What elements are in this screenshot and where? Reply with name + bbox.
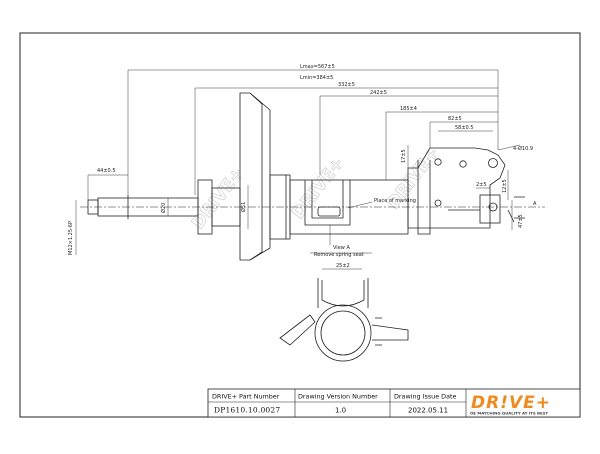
dim-lmax: Lmax=567±5 bbox=[300, 64, 335, 70]
dim-82: 82±5 bbox=[448, 116, 462, 122]
dimension-lines bbox=[75, 69, 521, 255]
lower-spring-seat-inner bbox=[311, 180, 344, 219]
view-a-detail bbox=[279, 268, 409, 362]
leader-marking bbox=[347, 201, 373, 209]
version-value: 1.0 bbox=[335, 407, 346, 415]
dim-25: 25±2 bbox=[336, 263, 350, 269]
view-a-bracket-sides bbox=[317, 278, 369, 308]
issue-date-header: Drawing Issue Date bbox=[394, 393, 457, 401]
dim-242: 242±5 bbox=[370, 90, 387, 96]
view-a-left-arm bbox=[279, 314, 316, 346]
bracket-tube-clamp bbox=[417, 160, 431, 235]
mount-hole-upper-left bbox=[434, 158, 442, 166]
dim-h2: 2±5 bbox=[476, 182, 487, 188]
marking-plate bbox=[317, 206, 341, 217]
label-section-a: A bbox=[533, 201, 537, 207]
mount-hole-upper-right bbox=[488, 158, 498, 168]
section-arrow-line bbox=[507, 209, 515, 223]
dim-d47: 47±5 bbox=[518, 214, 524, 228]
logo-tagline: OE MATCHING QUALITY AT ITS BEST bbox=[470, 411, 548, 416]
label-view-a: View A bbox=[333, 245, 350, 251]
leader-hole bbox=[497, 144, 521, 151]
view-a-outer-ring bbox=[314, 304, 372, 362]
title-block-frame bbox=[207, 388, 581, 418]
dim-44: 44±0.5 bbox=[97, 168, 116, 174]
dim-body-dia: Ø51 bbox=[240, 202, 247, 212]
mount-hole-lower-right bbox=[488, 202, 498, 212]
view-a-inner-ring bbox=[320, 310, 366, 356]
dim-h12: 12±5 bbox=[502, 179, 508, 193]
shock-absorber-side-view bbox=[80, 92, 545, 261]
label-remove-spring-seat: Remove spring seat bbox=[314, 252, 364, 258]
dim-185: 185±4 bbox=[400, 106, 417, 112]
bracket-flange bbox=[479, 194, 501, 224]
mount-hole-upper-mid bbox=[459, 160, 467, 168]
part-number-value: DP1610.10.0027 bbox=[214, 406, 280, 415]
view-a-bracket-u bbox=[321, 280, 365, 307]
view-a-tabs bbox=[375, 317, 382, 346]
dim-thread: M12×1.25-6P bbox=[68, 221, 74, 255]
issue-date-value: 2022.05.11 bbox=[408, 407, 448, 415]
knuckle-bracket bbox=[407, 147, 506, 229]
dimension-labels: Lmax=567±5 Lmin=384±5 332±5 242±5 185±4 … bbox=[68, 64, 537, 269]
part-number-header: DRIVE+ Part Number bbox=[212, 393, 280, 401]
dim-lmin: Lmin=384±5 bbox=[300, 75, 333, 81]
label-place-of-marking: Place of marking bbox=[374, 198, 416, 204]
sheet-border bbox=[19, 32, 581, 418]
dim-58: 58±0.5 bbox=[455, 125, 474, 131]
dim-hole-dia: 4-Ø10.9 bbox=[513, 145, 533, 152]
view-a-right-arm bbox=[371, 324, 409, 341]
dim-h17: 17±5 bbox=[401, 149, 407, 163]
dim-332: 332±5 bbox=[338, 82, 355, 88]
version-header: Drawing Version Number bbox=[298, 393, 378, 401]
section-ticks bbox=[514, 196, 525, 219]
logo-text: DR!VE+ bbox=[471, 393, 551, 413]
dim-rod-dia: Ø20 bbox=[160, 203, 167, 213]
spring-seat-flange bbox=[249, 92, 271, 261]
mount-hole-lower-left bbox=[434, 199, 442, 207]
drive-plus-logo: DR!VE+ OE MATCHING QUALITY AT ITS BEST bbox=[470, 393, 551, 416]
title-block: DRIVE+ Part Number Drawing Version Numbe… bbox=[207, 388, 581, 418]
lower-spring-seat bbox=[304, 180, 351, 226]
